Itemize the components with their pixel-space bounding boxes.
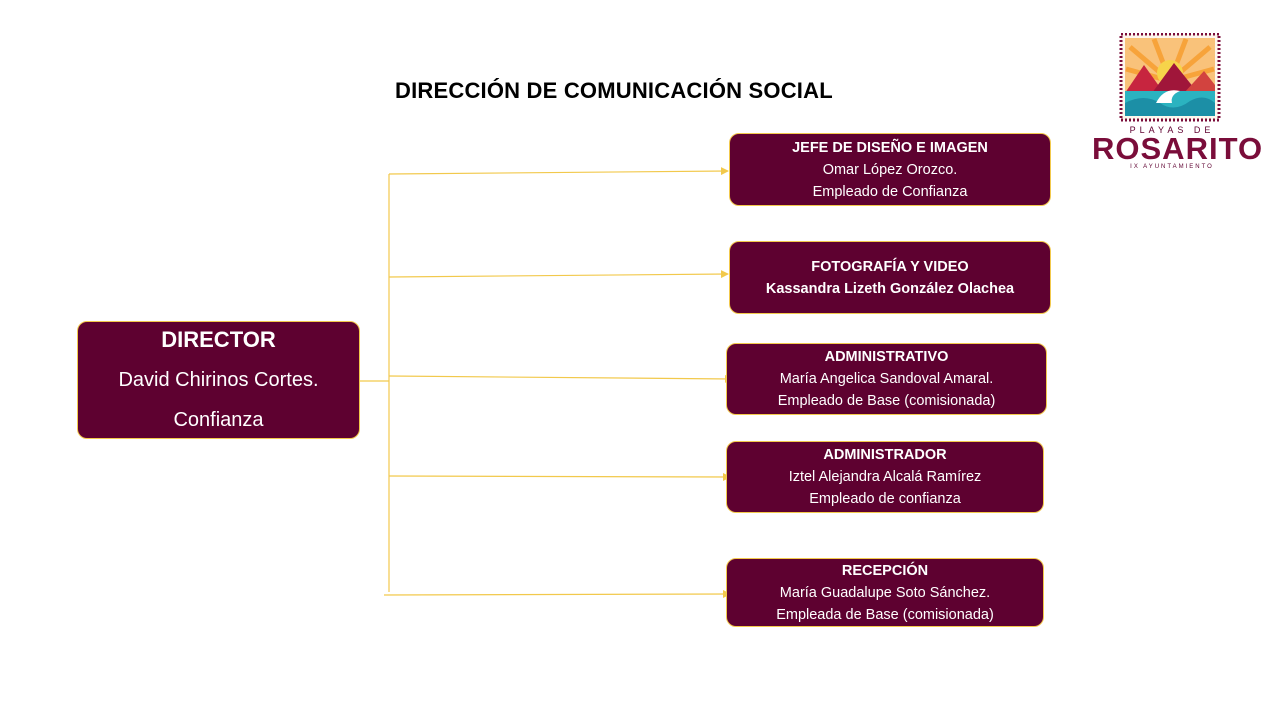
unit-box-administrativo: ADMINISTRATIVO María Angelica Sandoval A…: [726, 343, 1047, 415]
unit-type: Empleado de confianza: [809, 491, 961, 507]
logo-bottom-text: IX AYUNTAMIENTO: [1130, 164, 1214, 170]
unit-box-recepcion: RECEPCIÓN María Guadalupe Soto Sánchez. …: [726, 558, 1044, 627]
rosarito-logo-icon: [1119, 33, 1221, 122]
unit-role: ADMINISTRADOR: [823, 447, 947, 463]
unit-box-fotografia: FOTOGRAFÍA Y VIDEO Kassandra Lizeth Gonz…: [729, 241, 1051, 314]
unit-name: María Angelica Sandoval Amaral.: [779, 371, 994, 387]
director-role: DIRECTOR: [161, 327, 276, 352]
unit-type: Empleado de Base (comisionada): [777, 393, 996, 409]
logo-main-text: ROSARITO: [1092, 131, 1264, 166]
unit-name: María Guadalupe Soto Sánchez.: [779, 584, 991, 601]
director-name: David Chirinos Cortes.: [118, 369, 319, 391]
logo-top-text: PLAYAS DE: [1129, 125, 1215, 135]
link-unit-4: [388, 472, 731, 481]
link-unit-2: [388, 270, 729, 279]
unit-type: Empleada de Base (comisionada): [776, 606, 994, 623]
link-unit-1: [388, 167, 729, 176]
director-type: Confianza: [173, 409, 264, 431]
unit-name: Omar López Orozco.: [822, 161, 958, 178]
unit-role: RECEPCIÓN: [841, 562, 929, 579]
unit-type: Empleado de Confianza: [812, 183, 968, 200]
link-unit-5: [383, 590, 731, 599]
unit-box-diseno: JEFE DE DISEÑO E IMAGEN Omar López Orozc…: [729, 133, 1051, 206]
unit-role: FOTOGRAFÍA Y VIDEO: [811, 258, 969, 275]
unit-role: JEFE DE DISEÑO E IMAGEN: [792, 139, 988, 156]
unit-name: Iztel Alejandra Alcalá Ramírez: [788, 469, 982, 485]
page-title: DIRECCIÓN DE COMUNICACIÓN SOCIAL: [395, 78, 833, 103]
unit-name: Kassandra Lizeth González Olachea: [765, 280, 1015, 297]
unit-role: ADMINISTRATIVO: [824, 349, 949, 365]
unit-box-administrador: ADMINISTRADOR Iztel Alejandra Alcalá Ram…: [726, 441, 1044, 513]
link-unit-3: [388, 374, 733, 383]
director-box: DIRECTOR David Chirinos Cortes. Confianz…: [77, 321, 360, 439]
